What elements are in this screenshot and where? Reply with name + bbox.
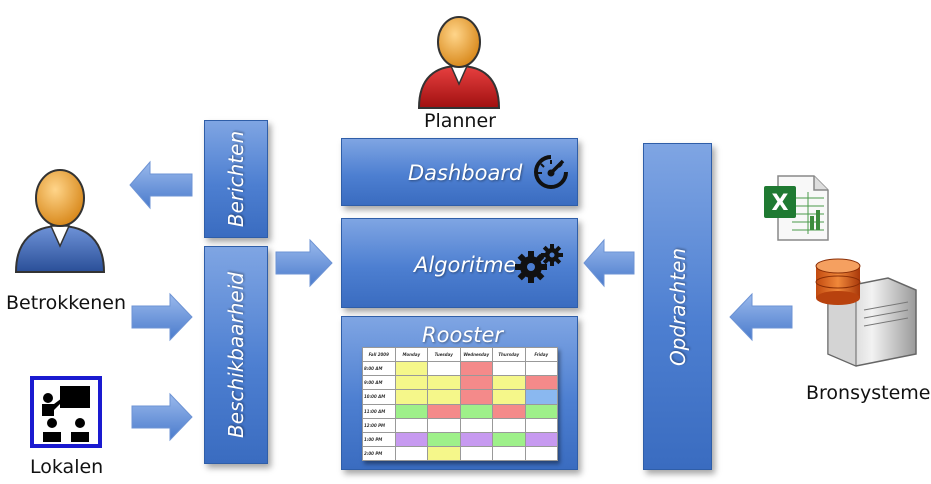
rooster-box: Rooster Fall 2009 Monday Tuesday Wednesd… (341, 316, 578, 470)
classroom-icon (30, 376, 102, 448)
arrow-lokalen-to-beschikbaarheid (131, 392, 193, 442)
gauge-icon (534, 155, 568, 189)
lokalen-label: Lokalen (30, 456, 104, 478)
schedule-time: 1:00 PM (362, 431, 396, 447)
bronsystemen-label: Bronsystemen (806, 382, 931, 404)
berichten-box: Berichten (204, 120, 268, 238)
arrow-beschikbaarheid-to-algoritme (275, 238, 333, 288)
excel-icon: X (764, 175, 829, 241)
schedule-time: 9:00 AM (362, 375, 396, 391)
planner-person-icon (417, 16, 501, 109)
svg-text:X: X (772, 191, 789, 216)
arrow-betrokkenen-to-beschikbaarheid (131, 292, 193, 342)
betrokkenen-label: Betrokkenen (6, 292, 126, 314)
dashboard-label: Dashboard (408, 161, 523, 185)
algoritme-label: Algoritme (414, 253, 517, 277)
schedule-day: Monday (394, 346, 428, 363)
schedule-time: 2:00 PM (362, 445, 396, 462)
beschikbaarheid-label: Beschikbaarheid (224, 272, 248, 438)
schedule-time: 11:00 AM (362, 403, 396, 419)
beschikbaarheid-box: Beschikbaarheid (204, 246, 268, 464)
schedule-day: Tuesday (427, 346, 461, 363)
dashboard-box: Dashboard (341, 138, 578, 206)
arrow-berichten-to-betrokkenen (129, 160, 193, 210)
opdrachten-box: Opdrachten (643, 143, 712, 470)
server-icon (815, 258, 917, 367)
schedule-corner: Fall 2009 (362, 346, 396, 363)
schedule-day: Thursday (492, 346, 526, 363)
betrokkenen-person-icon (14, 169, 106, 273)
rooster-label: Rooster (422, 323, 504, 347)
opdrachten-label: Opdrachten (665, 247, 690, 366)
gears-icon (515, 244, 563, 283)
schedule-time: 8:00 AM (362, 361, 396, 377)
algoritme-box: Algoritme (341, 218, 578, 308)
schedule-time: 10:00 AM (362, 389, 396, 405)
arrow-opdrachten-to-algoritme (583, 238, 635, 288)
schedule-table: Fall 2009 Monday Tuesday Wednesday Thurs… (362, 346, 558, 462)
planner-label: Planner (424, 110, 496, 132)
arrow-bronsystemen-to-opdrachten (729, 292, 793, 342)
berichten-label: Berichten (224, 130, 248, 228)
schedule-day: Wednesday (459, 346, 493, 363)
schedule-time: 12:00 PM (362, 417, 396, 433)
schedule-day: Friday (524, 346, 558, 363)
